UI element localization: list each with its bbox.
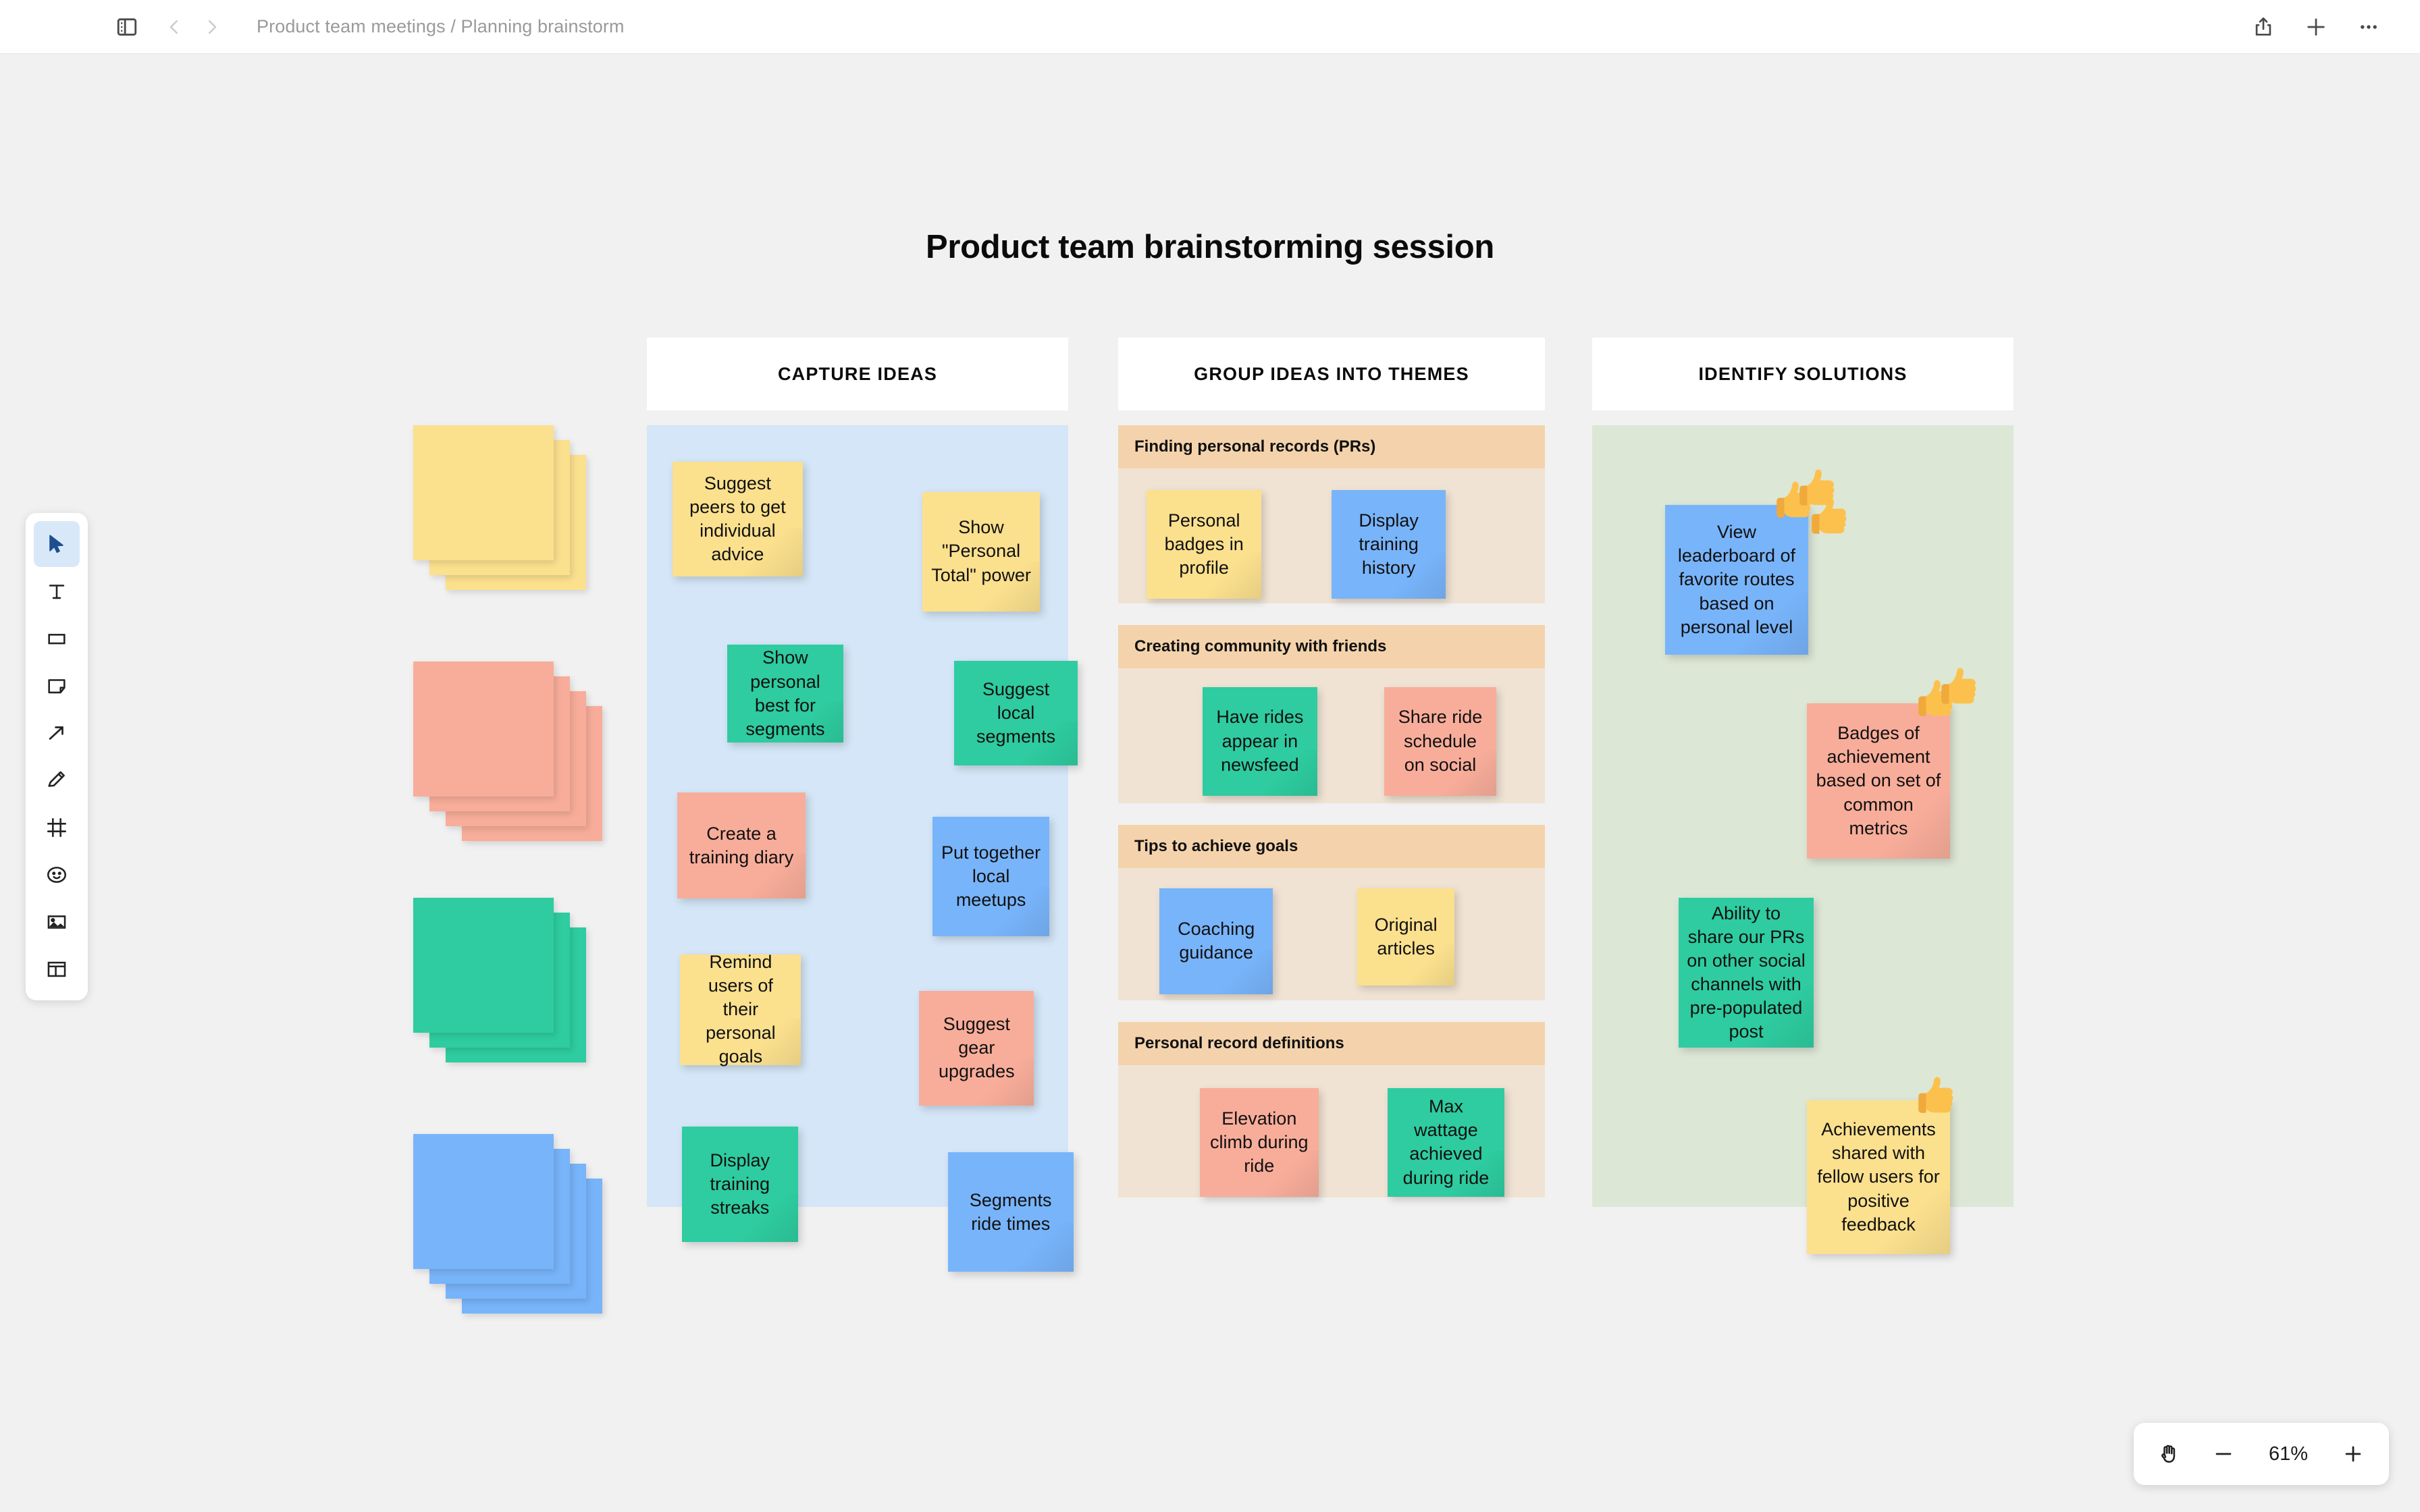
image-icon[interactable]: [34, 899, 80, 945]
sticky-note[interactable]: Original articles: [1357, 888, 1455, 986]
theme-label: Creating community with friends: [1118, 625, 1545, 668]
sticky-note[interactable]: Put together local meetups: [932, 817, 1050, 937]
column-body-identify-solutions[interactable]: View leaderboard of favorite routes base…: [1592, 425, 2014, 1254]
sticky-note[interactable]: Suggest local segments: [953, 661, 1078, 765]
text-tool[interactable]: [34, 568, 80, 614]
share-icon[interactable]: [2244, 8, 2282, 46]
sticky-note[interactable]: Suggest peers to get individual advice: [673, 461, 803, 577]
sticky-note[interactable]: Remind users of their personal goals: [680, 952, 801, 1066]
sticky-note-text: Max wattage achieved during ride: [1402, 1096, 1490, 1188]
sticky-sheet: [413, 425, 554, 560]
sticky-note[interactable]: Display training streaks: [681, 1127, 799, 1242]
sticky-note-text: Share ride schedule on social: [1398, 707, 1483, 775]
sticky-note-text: Coaching guidance: [1178, 919, 1255, 963]
sticky-note-text: Suggest peers to get individual advice: [689, 473, 786, 564]
sticky-note[interactable]: Suggest gear upgrades: [919, 990, 1034, 1106]
arrow-icon[interactable]: [34, 710, 80, 756]
sticky-note-text: Create a training diary: [689, 823, 794, 867]
tool-rail: [26, 513, 88, 1000]
theme-body[interactable]: Coaching guidance Original articles: [1118, 868, 1545, 1000]
column-header-group-ideas-into-themes: GROUP IDEAS INTO THEMES: [1118, 338, 1545, 410]
sticky-note[interactable]: Achievements shared with fellow users fo…: [1807, 1100, 1951, 1254]
sticky-sheet: [413, 898, 554, 1033]
sticky-note-text: View leaderboard of favorite routes base…: [1677, 522, 1796, 637]
sticky-note-text: Put together local meetups: [941, 842, 1041, 911]
ellipsis-icon[interactable]: [2350, 8, 2388, 46]
sticky-note[interactable]: Elevation climb during ride: [1199, 1087, 1319, 1197]
sticky-note[interactable]: Have rides appear in newsfeed: [1203, 686, 1317, 796]
page-title: Product team brainstorming session: [925, 229, 1495, 265]
frame-icon[interactable]: [34, 805, 80, 850]
sticky-note-text: Display training streaks: [710, 1150, 770, 1218]
board-canvas[interactable]: Product team brainstorming session CAPTU…: [0, 54, 2420, 1512]
sticky-note-text: Have rides appear in newsfeed: [1216, 707, 1304, 775]
sticky-sheet: [413, 1134, 554, 1269]
sticky-note[interactable]: Personal badges in profile: [1147, 489, 1261, 599]
sticky-note[interactable]: Coaching guidance: [1159, 888, 1273, 994]
rectangle-icon[interactable]: [34, 616, 80, 662]
sticky-note-text: Personal badges in profile: [1164, 510, 1244, 578]
pencil-icon[interactable]: [34, 757, 80, 803]
top-toolbar: Product team meetings / Planning brainst…: [0, 0, 2420, 54]
sticky-note-text: Elevation climb during ride: [1210, 1108, 1309, 1176]
sticky-note-text: Remind users of their personal goals: [706, 952, 776, 1067]
sticky-note-text: Achievements shared with fellow users fo…: [1817, 1119, 1940, 1235]
sticky-note-text: Suggest gear upgrades: [939, 1014, 1015, 1082]
sticky-note-text: Display training history: [1359, 510, 1419, 578]
sticky-note-text: Show personal best for segments: [745, 647, 825, 739]
sticky-note-text: Suggest local segments: [976, 679, 1056, 747]
sticky-note[interactable]: Share ride schedule on social: [1384, 686, 1497, 796]
plus-icon[interactable]: [2297, 8, 2335, 46]
template-icon[interactable]: [34, 946, 80, 992]
sticky-note-text: Ability to share our PRs on other social…: [1687, 902, 1806, 1042]
sticky-note[interactable]: Segments ride times: [947, 1152, 1074, 1272]
column-body-group-ideas-into-themes[interactable]: Finding personal records (PRs)Personal b…: [1118, 425, 1545, 1207]
zoom-out-button[interactable]: [2205, 1436, 2242, 1472]
sticky-note[interactable]: Display training history: [1331, 489, 1446, 599]
zoom-control: 61%: [2134, 1423, 2389, 1485]
sticky-note-icon[interactable]: [34, 663, 80, 709]
theme-body[interactable]: Personal badges in profile Display traini…: [1118, 468, 1545, 603]
sticky-note-text: Segments ride times: [969, 1189, 1052, 1234]
column-group-ideas-into-themes: GROUP IDEAS INTO THEMES Finding personal …: [1118, 338, 1545, 1207]
sidebar-toggle-icon[interactable]: [108, 8, 146, 46]
sticky-note[interactable]: Badges of achievement based on set of co…: [1807, 703, 1951, 859]
chevron-left-icon[interactable]: [155, 8, 193, 46]
sticky-note-text: Badges of achievement based on set of co…: [1816, 723, 1941, 838]
sticky-note[interactable]: Create a training diary: [677, 792, 806, 899]
sticky-sheet: [413, 662, 554, 796]
smiley-icon[interactable]: [34, 852, 80, 898]
column-capture-ideas: CAPTURE IDEAS Suggest peers to get indivi…: [647, 338, 1078, 1272]
sticky-note[interactable]: View leaderboard of favorite routes base…: [1665, 505, 1809, 655]
theme-label: Tips to achieve goals: [1118, 825, 1545, 868]
column-identify-solutions: IDENTIFY SOLUTIONS View leaderboard of fa…: [1592, 338, 2014, 1254]
theme-body[interactable]: Elevation climb during ride Max wattage a…: [1118, 1065, 1545, 1197]
column-header-identify-solutions: IDENTIFY SOLUTIONS: [1592, 338, 2014, 410]
chevron-right-icon[interactable]: [193, 8, 231, 46]
sticky-note[interactable]: Show personal best for segments: [727, 644, 844, 743]
sticky-note[interactable]: Ability to share our PRs on other social…: [1679, 898, 1814, 1048]
sticky-note-text: Original articles: [1374, 914, 1438, 959]
sticky-note[interactable]: Show "Personal Total" power: [922, 491, 1041, 612]
theme-label: Finding personal records (PRs): [1118, 425, 1545, 468]
sticky-note[interactable]: Max wattage achieved during ride: [1387, 1087, 1505, 1197]
zoom-level-label[interactable]: 61%: [2268, 1442, 2309, 1465]
theme-label: Personal record definitions: [1118, 1022, 1545, 1065]
zoom-in-button[interactable]: [2335, 1436, 2371, 1472]
theme-group: Finding personal records (PRs)Personal b…: [1118, 425, 1545, 603]
breadcrumb[interactable]: Product team meetings / Planning brainst…: [257, 16, 625, 36]
theme-body[interactable]: Have rides appear in newsfeed Share ride …: [1118, 668, 1545, 803]
sticky-note-text: Show "Personal Total" power: [931, 517, 1031, 585]
select-tool[interactable]: [34, 521, 80, 567]
column-header-capture-ideas: CAPTURE IDEAS: [647, 338, 1068, 410]
hand-icon[interactable]: [2151, 1436, 2188, 1472]
